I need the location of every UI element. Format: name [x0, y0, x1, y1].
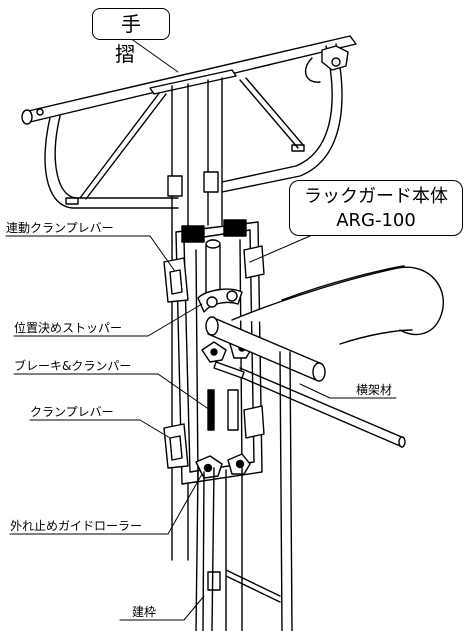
clamp-block-right: [223, 219, 247, 237]
handrail-title: 手 摺: [115, 12, 153, 66]
upper-clamp-lever: [163, 245, 265, 303]
label-cross-member: 横架材: [356, 383, 393, 397]
label-frame: 建枠: [132, 605, 157, 619]
handrail-right-loop: [221, 43, 343, 193]
product-model: ARG-100: [336, 210, 416, 231]
vertical-frame: [195, 351, 293, 631]
handrail-brace-left: [79, 91, 161, 199]
label-link-clamp-lever: 連動クランプレバー: [6, 221, 114, 235]
product-name: ラックガード本体: [304, 186, 448, 207]
label-positioning-stopper: 位置決めストッパー: [14, 321, 123, 335]
label-guide-roller: 外れ止めガイドローラー: [10, 519, 143, 533]
handrail-title-box: 手 摺: [92, 8, 170, 66]
label-clamp-lever: クランプレバー: [30, 405, 114, 419]
leader-lines: [5, 37, 397, 621]
rack-guard-body: [175, 219, 263, 485]
handrail-left-loop: [44, 117, 179, 209]
handrail-brace-right: [239, 79, 299, 149]
clamp-block-left: [181, 225, 205, 243]
lower-clamp-lever: [163, 405, 265, 469]
product-box: ラックガード本体 ARG-100: [289, 180, 463, 236]
handrail-rail-end: [21, 109, 33, 125]
positioning-stopper: [197, 288, 243, 313]
cross-member: [205, 265, 445, 448]
label-brake-clamper: ブレーキ&クランパー: [14, 359, 132, 373]
slab: [231, 266, 445, 336]
handrail-rail-hole: [36, 108, 44, 116]
guide-roller: [195, 453, 251, 479]
